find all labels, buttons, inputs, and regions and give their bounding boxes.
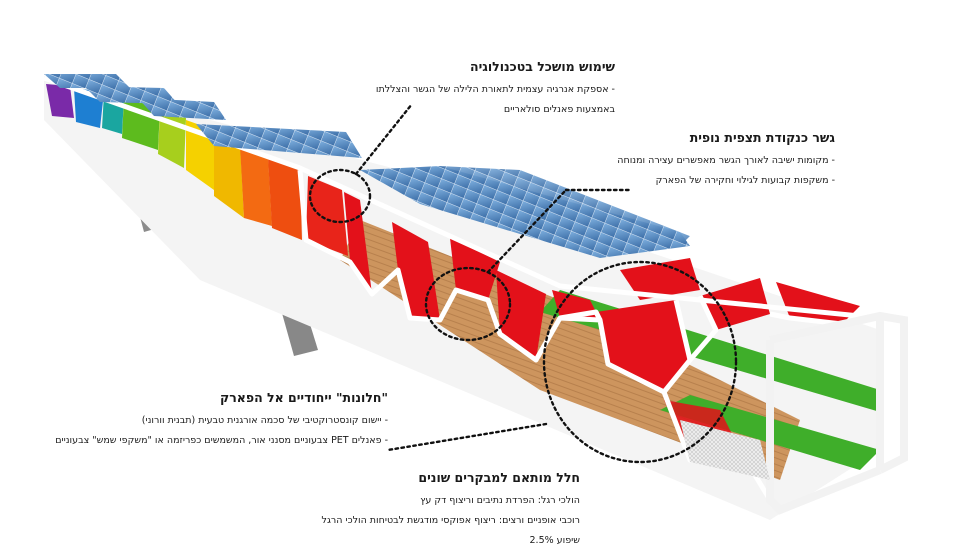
solar-panel-4 bbox=[196, 124, 362, 158]
annotation-windows-line: - יישום קונסטרוקטיבי של סכמה אורגנית טבע… bbox=[141, 415, 388, 426]
callout-line-tech bbox=[354, 102, 414, 176]
bridge-body bbox=[43, 75, 908, 520]
annotation-space: חלל מותאם למבקרים שונים הולכי רגל: הפרדת… bbox=[322, 470, 580, 551]
annotation-technology-title: שימוש מושכל בטכנולוגיה bbox=[470, 59, 615, 74]
solar-panel-5 bbox=[360, 166, 690, 258]
panel-red-4 bbox=[450, 238, 500, 300]
end-frame bbox=[766, 311, 908, 515]
panel-orange bbox=[240, 146, 272, 226]
panel-red-8 bbox=[620, 258, 700, 300]
panel-purple bbox=[46, 84, 74, 118]
callout-line-windows bbox=[386, 422, 548, 452]
callout-circle-tech bbox=[308, 168, 372, 224]
annotation-technology: שימוש מושכל בטכנולוגיה - אספקת אנרגיה עצ… bbox=[376, 59, 615, 120]
annotation-viewpoint-line: - משקפות קבועות לגילוי וחקירה של הפארק bbox=[655, 175, 835, 186]
annotation-windows-title: "חלונות" ייחודיים אל הפארק bbox=[220, 390, 388, 405]
annotation-space-title: חלל מותאם למבקרים שונים bbox=[418, 470, 580, 485]
solar-panel-3 bbox=[138, 98, 226, 120]
annotation-space-line: שיפוע 2.5% bbox=[529, 535, 580, 546]
callout-line-viewpoint bbox=[486, 188, 568, 274]
solar-canopy bbox=[44, 74, 690, 258]
annotation-windows: "חלונות" ייחודיים אל הפארק - יישום קונסט… bbox=[55, 390, 388, 451]
annotation-viewpoint-title: גשר כנקודת תצפית נופית bbox=[689, 130, 835, 145]
panel-yellow-2 bbox=[214, 132, 244, 218]
solar-panel-1 bbox=[44, 74, 130, 88]
annotation-technology-line: - אספקת אנרגיה עצמית לתאורת הלילה של הגש… bbox=[375, 84, 615, 95]
callout-circle-viewpoint bbox=[424, 266, 512, 342]
annotation-space-line: רוכבי אופניים ורצים: ריצוף אפוקסי מודגשת… bbox=[321, 515, 580, 526]
solar-panel-6 bbox=[440, 166, 690, 246]
railing-mesh bbox=[680, 420, 770, 480]
panel-red-2 bbox=[344, 192, 372, 294]
callouts bbox=[308, 102, 738, 464]
callout-circle-windows bbox=[542, 260, 738, 464]
panel-orange-2 bbox=[268, 158, 302, 240]
annotation-viewpoint: גשר כנקודת תצפית נופית - מקומות ישיבה לא… bbox=[617, 130, 835, 191]
annotation-windows-line: - פאנלים PET צבעוניים מסנני אור, המשמשים… bbox=[55, 435, 388, 446]
panel-red-1 bbox=[306, 176, 348, 256]
annotation-technology-line: באמצעות פאנלים סולאריים bbox=[503, 104, 615, 115]
annotation-viewpoint-line: - מקומות ישיבה לאורך הגשר מאפשרים עצירה … bbox=[617, 155, 835, 166]
annotation-space-line: הולכי רגל: הפרדת נתיבים וריצוף דק עץ bbox=[420, 495, 580, 506]
